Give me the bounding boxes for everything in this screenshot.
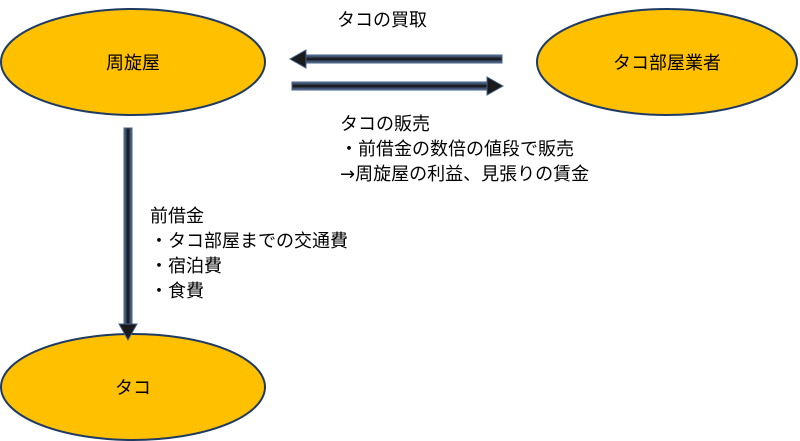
edge-label-purchase: タコの買取	[337, 8, 427, 33]
edge-label-sale: タコの販売 ・前借金の数倍の値段で販売 →周旋屋の利益、見張りの賃金	[340, 112, 589, 187]
node-operator	[536, 8, 798, 116]
node-broker-label: 周旋屋	[106, 53, 160, 74]
sale-line: ・前借金の数倍の値段で販売	[340, 139, 574, 160]
sale-line: →周旋屋の利益、見張りの賃金	[340, 164, 590, 185]
advance-title: 前借金	[150, 206, 204, 227]
arrow-advance	[118, 127, 138, 342]
advance-line: ・食費	[150, 281, 204, 302]
advance-line: ・タコ部屋までの交通費	[150, 231, 348, 252]
sale-title: タコの販売	[340, 114, 430, 135]
arrow-purchase	[288, 49, 503, 69]
purchase-title: タコの買取	[337, 10, 427, 31]
node-operator-label: タコ部屋業者	[613, 53, 721, 74]
arrow-sale	[291, 76, 505, 96]
node-broker	[0, 8, 266, 116]
advance-line: ・宿泊費	[150, 256, 222, 277]
node-worker	[0, 333, 266, 441]
edge-label-advance: 前借金 ・タコ部屋までの交通費 ・宿泊費 ・食費	[150, 204, 348, 304]
node-worker-label: タコ	[115, 378, 151, 399]
